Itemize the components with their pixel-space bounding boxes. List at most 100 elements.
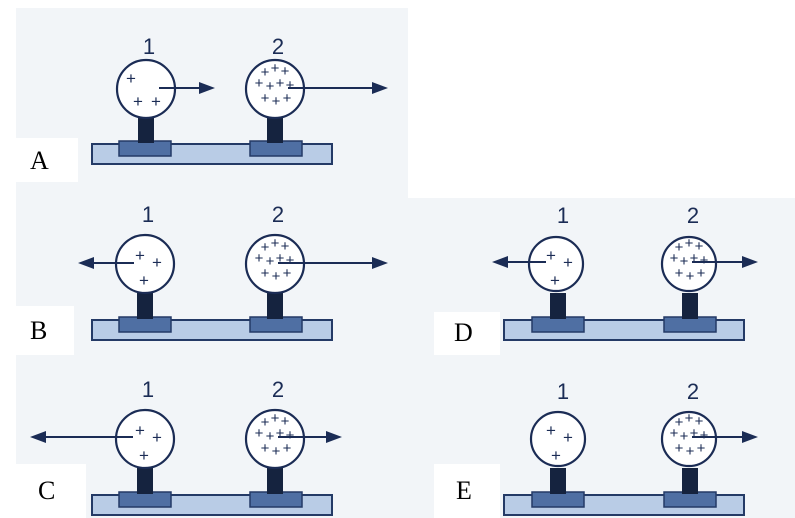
svg-text:+: + bbox=[271, 60, 280, 77]
option-b-figure: 1 2 +++ +++ ++++ +++ bbox=[16, 198, 408, 355]
svg-text:+: + bbox=[286, 77, 295, 94]
svg-text:+: + bbox=[563, 428, 573, 447]
sphere-2 bbox=[244, 408, 306, 470]
svg-text:+: + bbox=[700, 427, 709, 444]
svg-text:+: + bbox=[272, 443, 281, 460]
svg-text:+: + bbox=[139, 271, 149, 290]
svg-text:+: + bbox=[139, 446, 149, 465]
svg-text:+: + bbox=[261, 414, 270, 431]
svg-text:+: + bbox=[700, 252, 709, 269]
option-c-label: C bbox=[16, 464, 86, 518]
svg-text:+: + bbox=[286, 427, 295, 444]
base-rail bbox=[503, 293, 745, 341]
svg-text:+: + bbox=[680, 428, 689, 445]
svg-text:+: + bbox=[686, 443, 695, 460]
sphere-1 bbox=[114, 408, 176, 470]
svg-text:+: + bbox=[685, 410, 694, 427]
option-a-panel: 1 2 +++ +++ ++++ +++ A bbox=[16, 8, 408, 198]
svg-text:+: + bbox=[550, 271, 560, 290]
sphere-2-label: 2 bbox=[687, 203, 699, 228]
svg-text:+: + bbox=[152, 428, 162, 447]
svg-text:+: + bbox=[281, 238, 290, 255]
svg-text:+: + bbox=[261, 64, 270, 81]
sphere-2-charges: +++ ++++ +++ bbox=[670, 235, 709, 285]
sphere-2-charges: +++ ++++ +++ bbox=[255, 60, 295, 110]
svg-text:+: + bbox=[697, 440, 706, 457]
force-arrow-2 bbox=[692, 256, 758, 268]
sphere-2-label: 2 bbox=[272, 377, 284, 402]
svg-text:+: + bbox=[276, 250, 285, 267]
svg-text:+: + bbox=[135, 421, 145, 440]
base-rail bbox=[91, 293, 333, 341]
svg-text:+: + bbox=[151, 92, 161, 111]
svg-text:+: + bbox=[255, 250, 264, 267]
svg-text:+: + bbox=[133, 92, 143, 111]
option-b-label: B bbox=[16, 306, 74, 355]
svg-text:+: + bbox=[695, 413, 704, 430]
svg-text:+: + bbox=[697, 265, 706, 282]
force-arrow-2 bbox=[692, 431, 758, 443]
sphere-1-label: 1 bbox=[557, 203, 569, 228]
option-b-panel: 1 2 +++ +++ ++++ +++ B bbox=[16, 198, 408, 355]
base-rail bbox=[91, 468, 333, 516]
sphere-2-label: 2 bbox=[272, 202, 284, 227]
force-arrow-1 bbox=[492, 256, 546, 268]
option-c-panel: 1 2 +++ +++ ++++ +++ C bbox=[16, 355, 408, 518]
svg-text:+: + bbox=[686, 268, 695, 285]
svg-text:+: + bbox=[680, 253, 689, 270]
force-arrow-2 bbox=[278, 257, 388, 269]
svg-text:+: + bbox=[546, 421, 556, 440]
force-arrow-1 bbox=[30, 431, 133, 443]
sphere-1-label: 1 bbox=[142, 377, 154, 402]
sphere-2-charges: +++ ++++ +++ bbox=[255, 235, 295, 285]
svg-text:+: + bbox=[266, 428, 275, 445]
option-c-figure: 1 2 +++ +++ ++++ +++ bbox=[16, 355, 408, 518]
option-d-panel: 1 2 +++ +++ ++++ +++ D bbox=[408, 198, 795, 355]
svg-text:+: + bbox=[271, 410, 280, 427]
sphere-2-charges: +++ ++++ +++ bbox=[670, 410, 709, 460]
svg-text:+: + bbox=[283, 90, 292, 107]
svg-text:+: + bbox=[281, 63, 290, 80]
svg-text:+: + bbox=[266, 78, 275, 95]
force-arrow-1 bbox=[78, 257, 134, 269]
svg-text:+: + bbox=[675, 239, 684, 256]
svg-text:+: + bbox=[255, 425, 264, 442]
svg-text:+: + bbox=[551, 446, 561, 465]
option-e-panel: 1 2 +++ +++ ++++ +++ E bbox=[408, 355, 795, 518]
sphere-1-charges: +++ bbox=[546, 246, 573, 290]
svg-text:+: + bbox=[276, 75, 285, 92]
svg-text:+: + bbox=[670, 250, 679, 267]
option-e-figure: 1 2 +++ +++ ++++ +++ bbox=[408, 355, 795, 518]
force-arrow-1 bbox=[159, 82, 215, 94]
sphere-1-charges: +++ bbox=[126, 69, 161, 111]
svg-text:+: + bbox=[283, 265, 292, 282]
svg-text:+: + bbox=[670, 425, 679, 442]
sphere-2-label: 2 bbox=[687, 379, 699, 404]
svg-text:+: + bbox=[261, 239, 270, 256]
option-e-label: E bbox=[434, 464, 500, 518]
option-d-label: D bbox=[434, 312, 500, 355]
svg-text:+: + bbox=[271, 235, 280, 252]
sphere-2-label: 2 bbox=[272, 34, 284, 59]
svg-text:+: + bbox=[261, 90, 270, 107]
svg-text:+: + bbox=[690, 425, 699, 442]
svg-text:+: + bbox=[272, 93, 281, 110]
svg-text:+: + bbox=[261, 265, 270, 282]
force-arrow-2 bbox=[278, 431, 342, 443]
option-a-figure: 1 2 +++ +++ ++++ +++ bbox=[16, 8, 408, 198]
svg-text:+: + bbox=[135, 246, 145, 265]
svg-text:+: + bbox=[695, 238, 704, 255]
base-rail bbox=[91, 117, 333, 165]
svg-text:+: + bbox=[690, 250, 699, 267]
svg-text:+: + bbox=[152, 253, 162, 272]
svg-text:+: + bbox=[546, 246, 556, 265]
svg-text:+: + bbox=[286, 252, 295, 269]
sphere-1-charges: +++ bbox=[546, 421, 573, 465]
svg-text:+: + bbox=[281, 413, 290, 430]
force-arrow-2 bbox=[288, 82, 388, 94]
svg-text:+: + bbox=[563, 253, 573, 272]
sphere-1-label: 1 bbox=[142, 202, 154, 227]
sphere-1-charges: +++ bbox=[135, 421, 162, 465]
svg-text:+: + bbox=[272, 268, 281, 285]
svg-text:+: + bbox=[255, 75, 264, 92]
